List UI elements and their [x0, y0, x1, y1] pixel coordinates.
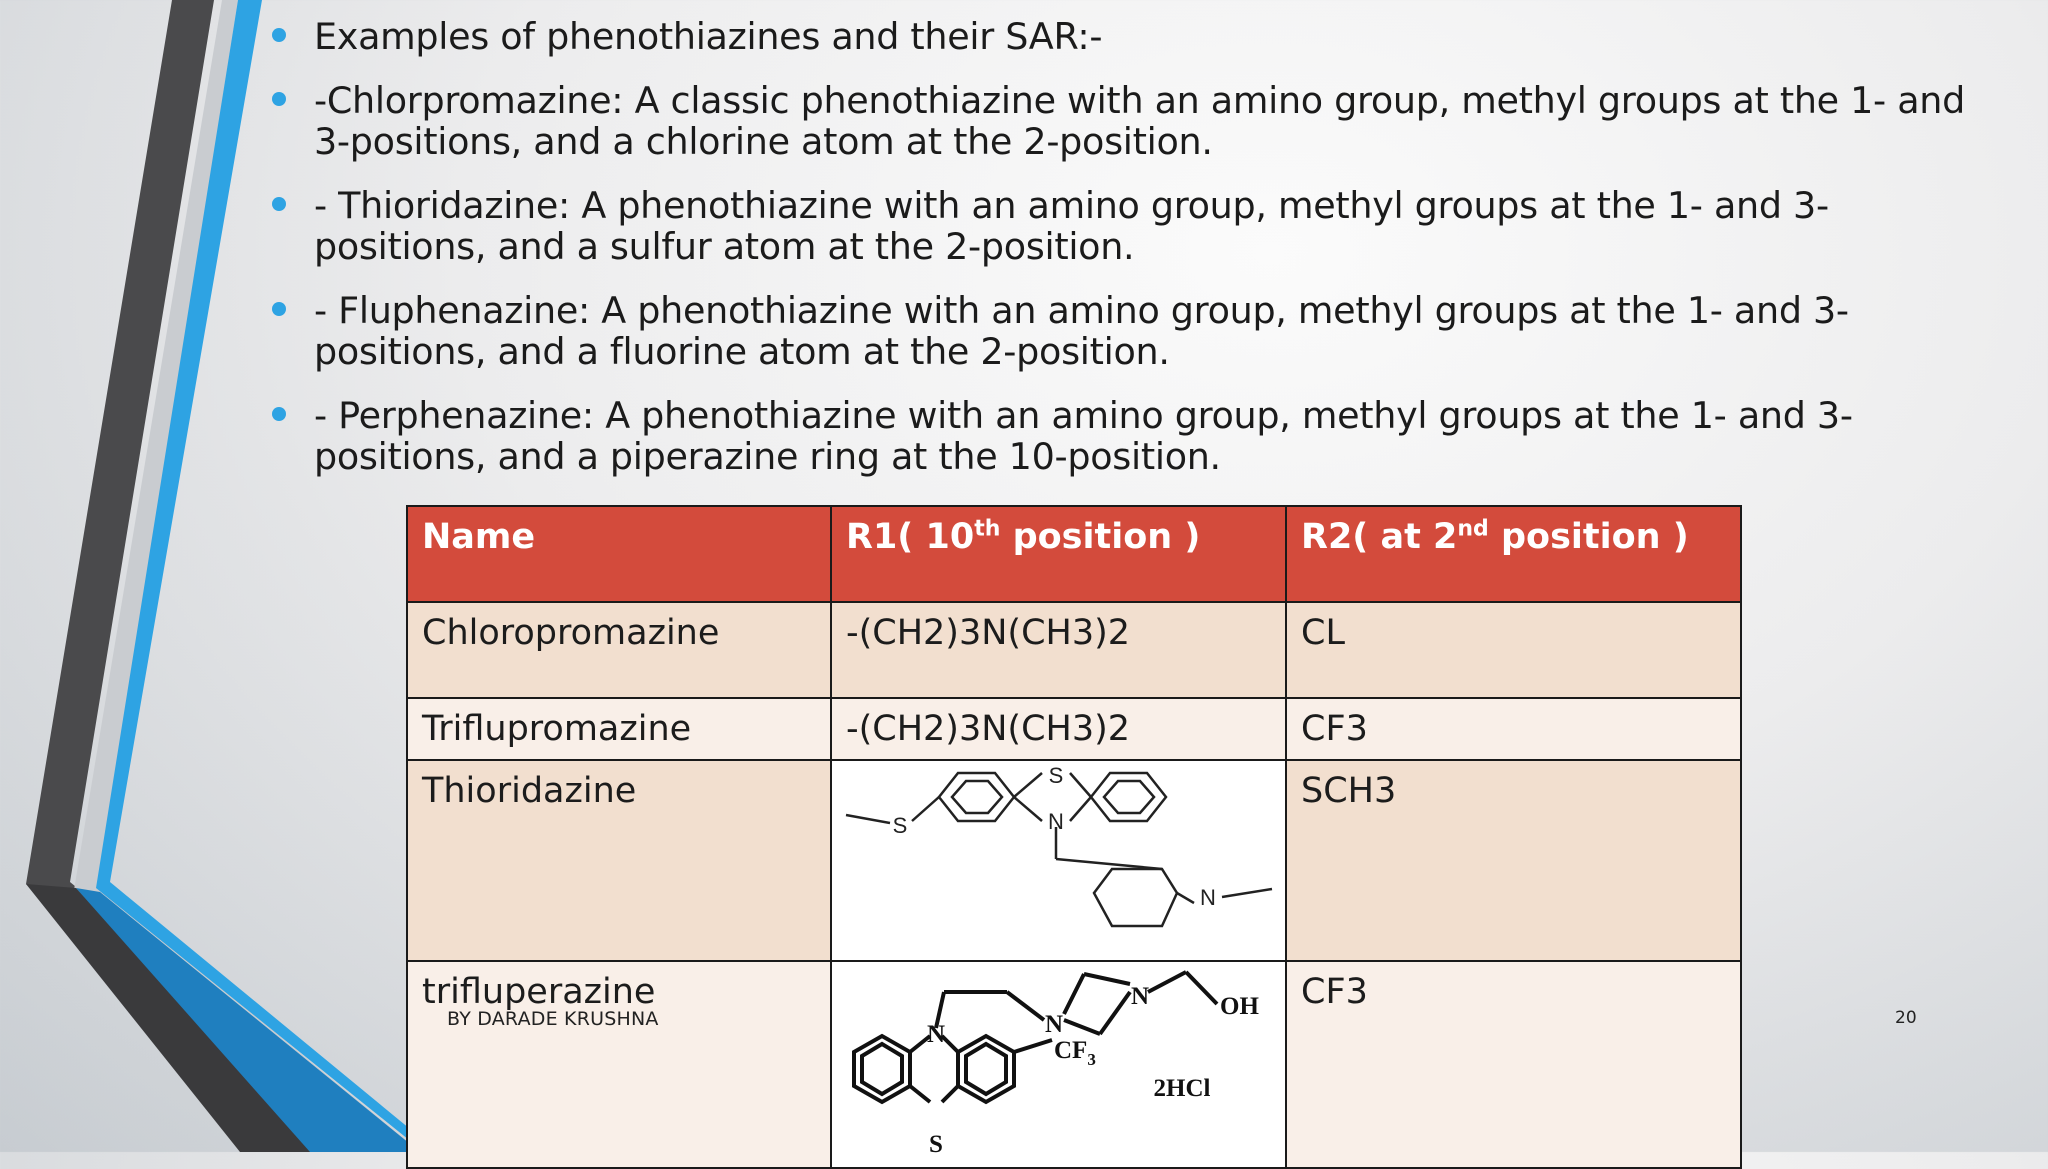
trifluperazine-structure: N S N N OH CF3 2HCl — [830, 960, 1287, 1169]
table-header-row: Name R1( 10th position ) R2( at 2nd posi… — [406, 505, 1742, 603]
header-r1-label: R1( 10 — [846, 517, 975, 557]
bullet-item: - Perphenazine: A phenothiazine with an … — [272, 395, 1992, 477]
header-name-label: Name — [422, 517, 536, 557]
structure-cf3-sub: 3 — [1087, 1050, 1096, 1069]
cell-r1: -(CH2)3N(CH3)2 — [830, 697, 1287, 761]
cell-r2: SCH3 — [1285, 759, 1742, 962]
bullet-item: Examples of phenothiazines and their SAR… — [272, 16, 1992, 57]
thioridazine-structure: S S N N — [830, 759, 1287, 962]
sar-table: Name R1( 10th position ) R2( at 2nd posi… — [406, 505, 1742, 1169]
header-r1: R1( 10th position ) — [830, 505, 1287, 603]
table-row: Triflupromazine -(CH2)3N(CH3)2 CF3 — [406, 697, 1742, 761]
bullet-text: Examples of phenothiazines and their SAR… — [314, 15, 1103, 58]
cell-name: Thioridazine — [406, 759, 832, 962]
bullet-dot-icon — [272, 407, 286, 421]
thioridazine-structure-image: S S N N — [845, 763, 1273, 928]
header-name: Name — [406, 505, 832, 603]
trifluperazine-structure-image: N S N N OH CF3 2HCl — [852, 970, 1259, 1158]
structure-n-piperidine: N — [1200, 885, 1216, 910]
structure-oh: OH — [1220, 993, 1259, 1020]
structure-cf3: CF3 — [1054, 1037, 1096, 1069]
cell-r2: CF3 — [1285, 960, 1742, 1169]
header-r1-sup: th — [974, 516, 1001, 542]
bullet-item: - Thioridazine: A phenothiazine with an … — [272, 185, 1992, 267]
bullet-text: - Fluphenazine: A phenothiazine with an … — [314, 289, 1849, 373]
bullet-dot-icon — [272, 92, 286, 106]
bullet-dot-icon — [272, 197, 286, 211]
header-r2: R2( at 2nd position ) — [1285, 505, 1742, 603]
bullet-dot-icon — [272, 28, 286, 42]
table-row: Thioridazine — [406, 759, 1742, 962]
cell-r2: CF3 — [1285, 697, 1742, 761]
bullet-item: -Chlorpromazine: A classic phenothiazine… — [272, 80, 1992, 162]
bullet-dot-icon — [272, 302, 286, 316]
structure-cf3-label: CF — [1054, 1037, 1087, 1064]
bullet-text: -Chlorpromazine: A classic phenothiazine… — [314, 79, 1965, 163]
structure-hcl: 2HCl — [1154, 1075, 1211, 1102]
cell-r2: CL — [1285, 601, 1742, 699]
footer-author: BY DARADE KRUSHNA — [447, 1008, 659, 1030]
structure-n-piperazine-1: N — [1045, 1011, 1063, 1038]
cell-r1: -(CH2)3N(CH3)2 — [830, 601, 1287, 699]
table-row: trifluperazine — [406, 960, 1742, 1169]
structure-s-ring: S — [929, 1131, 943, 1158]
header-r1-post: position ) — [1000, 517, 1201, 557]
cell-name: trifluperazine — [406, 960, 832, 1169]
bullet-text: - Perphenazine: A phenothiazine with an … — [314, 394, 1853, 478]
structure-n-ring: N — [927, 1021, 945, 1048]
table-row: Chloropromazine -(CH2)3N(CH3)2 CL — [406, 601, 1742, 699]
page-number: 20 — [1895, 1008, 1917, 1028]
bullet-text: - Thioridazine: A phenothiazine with an … — [314, 184, 1829, 268]
bullet-item: - Fluphenazine: A phenothiazine with an … — [272, 290, 1992, 372]
structure-s-ring: S — [1049, 763, 1064, 788]
header-r2-post: position ) — [1488, 517, 1689, 557]
header-r2-label: R2( at 2 — [1301, 517, 1458, 557]
bullet-list: Examples of phenothiazines and their SAR… — [272, 16, 1992, 500]
header-r2-sup: nd — [1457, 516, 1489, 542]
cell-name: Chloropromazine — [406, 601, 832, 699]
structure-n-ring: N — [1048, 809, 1064, 834]
structure-s-methyl: S — [893, 813, 908, 838]
cell-name: Triflupromazine — [406, 697, 832, 761]
structure-n-piperazine-2: N — [1131, 983, 1149, 1010]
